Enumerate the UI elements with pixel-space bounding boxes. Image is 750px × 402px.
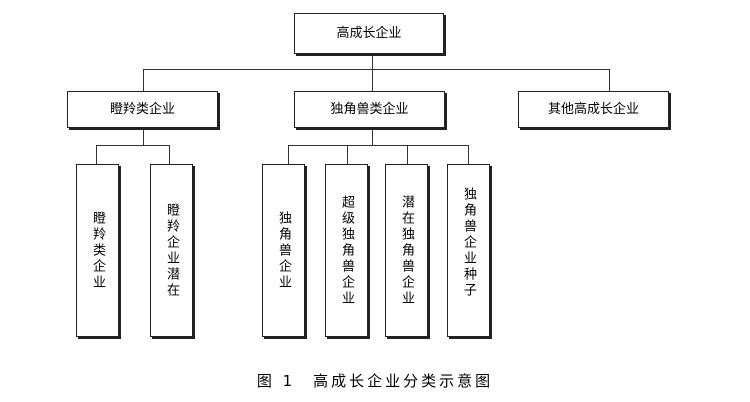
node-other-class-label: 其他高成长企业: [547, 102, 639, 117]
node-gazelle-class: 瞪羚类企业: [67, 91, 218, 128]
node-seed-unicorn-col2: 独角兽企业: [461, 187, 476, 267]
connector-unicorn-child-4: [468, 145, 469, 164]
node-potential-unicorn: 潜在独角兽企业: [385, 164, 428, 337]
connector-unicorn-horizontal: [288, 145, 468, 146]
node-seed-unicorn: 种子 独角兽企业: [447, 164, 490, 337]
figure-caption: 图 1 高成长企业分类示意图: [256, 372, 494, 390]
node-unicorn-class: 独角兽类企业: [294, 91, 445, 128]
node-gazelle-enterprise: 瞪羚类企业: [76, 164, 119, 337]
node-unicorn-enterprise: 独角兽企业: [262, 164, 305, 337]
node-super-unicorn: 超级独角兽企业: [325, 164, 368, 337]
connector-unicorn-down: [372, 128, 373, 145]
node-root-label: 高成长企业: [336, 26, 402, 41]
connector-unicorn-child-2: [347, 145, 348, 164]
connector-root-down: [372, 54, 373, 69]
connector-gazelle-down: [143, 128, 144, 145]
node-super-unicorn-label: 超级独角兽企业: [339, 195, 354, 307]
connector-to-gazelle-class: [143, 69, 144, 91]
connector-gazelle-child-1: [96, 145, 97, 164]
node-root: 高成长企业: [294, 13, 444, 54]
node-other-class: 其他高成长企业: [518, 91, 669, 128]
node-gazelle-enterprise-label: 瞪羚类企业: [90, 210, 105, 291]
connector-to-unicorn-class: [372, 69, 373, 91]
node-potential-unicorn-label: 潜在独角兽企业: [399, 195, 414, 307]
connector-to-other-class: [609, 69, 610, 91]
node-potential-gazelle-col2: 瞪羚企业: [164, 202, 179, 267]
node-seed-unicorn-text: 种子 独角兽企业: [461, 187, 476, 299]
node-unicorn-class-label: 独角兽类企业: [330, 102, 409, 117]
node-potential-gazelle-col1: 潜在: [164, 266, 179, 299]
connector-unicorn-child-1: [288, 145, 289, 164]
connector-unicorn-child-3: [407, 145, 408, 164]
node-potential-gazelle: 潜在 瞪羚企业: [150, 164, 193, 337]
node-seed-unicorn-col1: 种子: [461, 267, 476, 299]
node-gazelle-class-label: 瞪羚类企业: [109, 102, 175, 117]
connector-gazelle-child-2: [169, 145, 170, 164]
connector-gazelle-horizontal: [96, 145, 169, 146]
node-unicorn-enterprise-label: 独角兽企业: [276, 210, 291, 291]
connector-level1-horizontal: [143, 69, 609, 70]
node-potential-gazelle-text: 潜在 瞪羚企业: [164, 203, 179, 299]
